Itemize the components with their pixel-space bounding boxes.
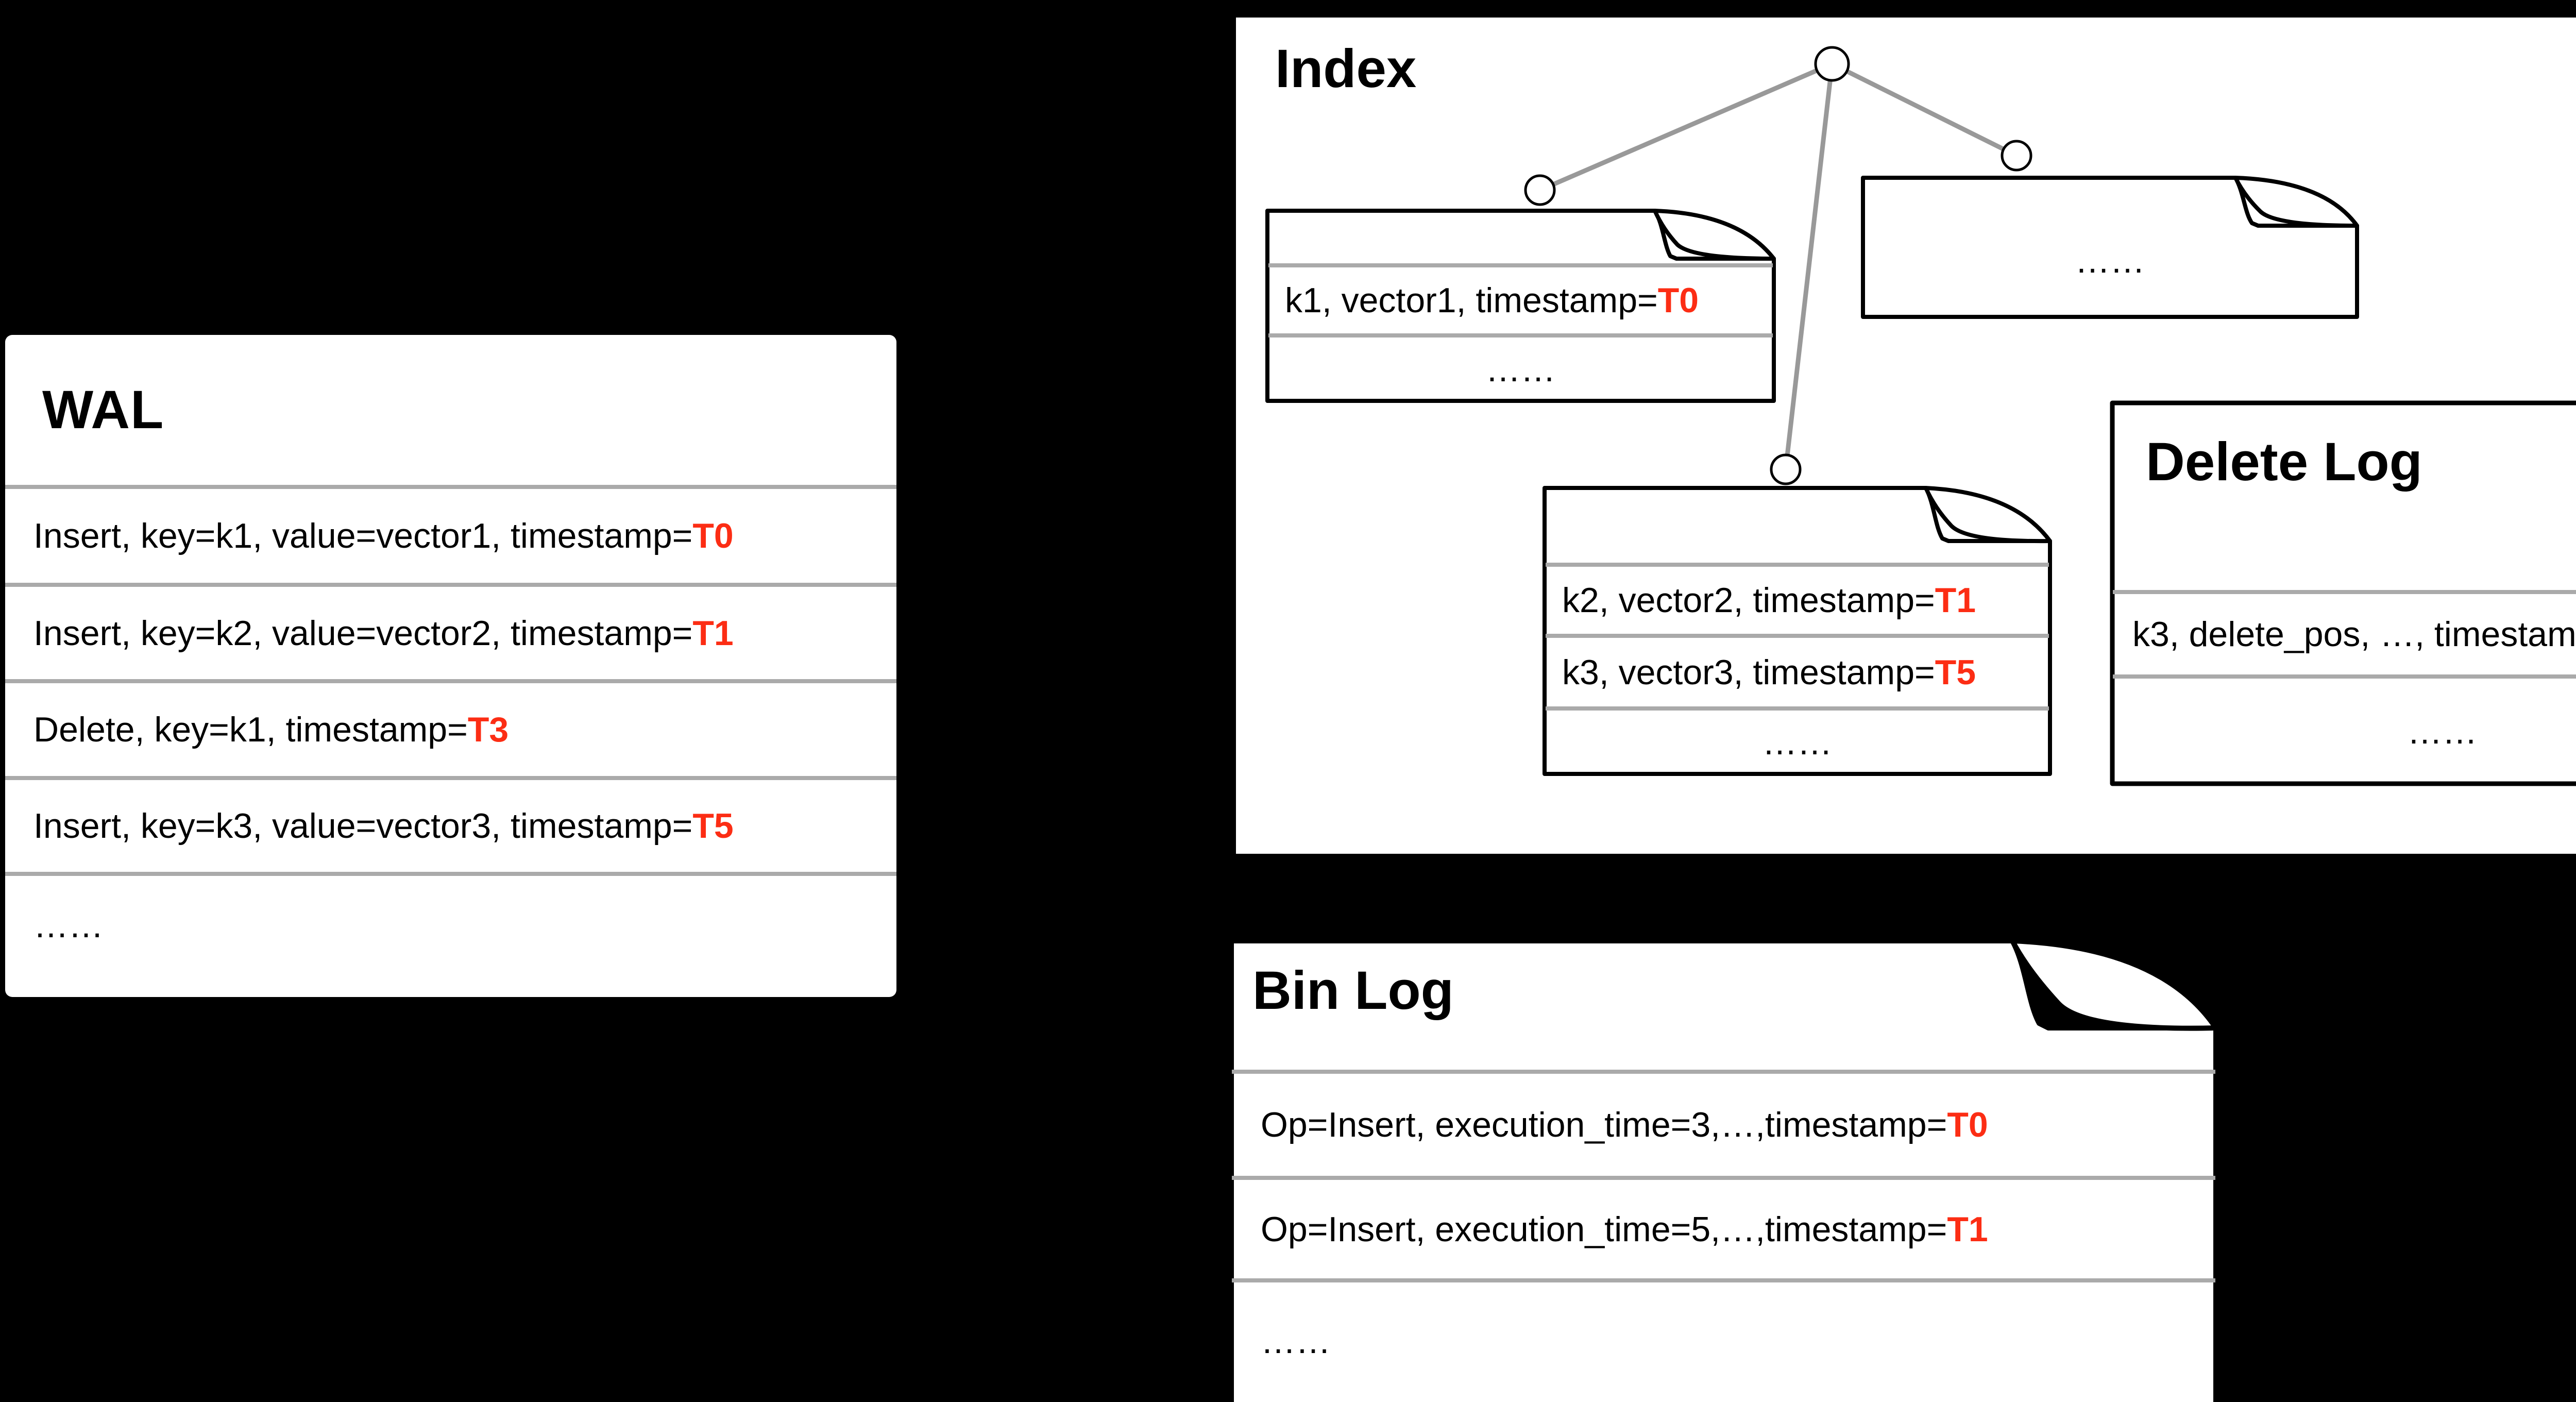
timestamp-value: T0	[692, 516, 734, 555]
entry-text: k3, delete_pos, …, timestamp=	[2132, 615, 2576, 654]
segment-doc-k1: k1, vector1, timestamp=T0 ……	[1265, 209, 1776, 403]
wal-row: Insert, key=k2, value=vector2, timestamp…	[5, 583, 896, 679]
wal-row-text: ……	[33, 906, 104, 945]
more-text: ……	[1762, 722, 1833, 762]
more-row: ……	[1232, 1278, 2215, 1399]
bin-log-row: Op=Insert, execution_time=5,…,timestamp=…	[1232, 1176, 2215, 1278]
bin-log-doc: Bin Log Op=Insert, execution_time=3,…,ti…	[1229, 938, 2218, 1402]
tree-node-middle	[1770, 453, 1802, 485]
tree-node-left	[1524, 174, 1556, 206]
more-row: ……	[1864, 222, 2356, 299]
entry-text: k2, vector2, timestamp=	[1562, 581, 1935, 620]
wal-title: WAL	[42, 379, 164, 440]
wal-row: Insert, key=k3, value=vector3, timestamp…	[5, 776, 896, 872]
index-entry-row: k1, vector1, timestamp=T0	[1268, 263, 1773, 333]
timestamp-value: T1	[1935, 581, 1976, 620]
more-text: ……	[1485, 349, 1556, 389]
delete-log-row: k3, delete_pos, …, timestamp=T3	[2113, 590, 2576, 674]
bin-log-title: Bin Log	[1252, 960, 1454, 1021]
timestamp-value: T5	[1935, 652, 1976, 692]
delete-log-title: Delete Log	[2146, 432, 2422, 492]
wal-row: Insert, key=k1, value=vector1, timestamp…	[5, 485, 896, 583]
tree-node-root	[1814, 46, 1850, 82]
bin-log-row: Op=Insert, execution_time=3,…,timestamp=…	[1232, 1070, 2215, 1176]
wal-row-text: Insert, key=k2, value=vector2, timestamp…	[33, 613, 693, 653]
wal-row-text: Insert, key=k3, value=vector3, timestamp…	[33, 806, 693, 846]
more-text: ……	[2075, 241, 2145, 280]
tree-node-right	[2001, 140, 2032, 172]
timestamp-value: T1	[1947, 1209, 1988, 1249]
more-text: ……	[1261, 1321, 1331, 1361]
timestamp-value: T5	[692, 806, 734, 846]
wal-row: Delete, key=k1, timestamp=T3	[5, 679, 896, 776]
more-row: ……	[2113, 674, 2576, 784]
more-text: ……	[2407, 712, 2478, 751]
document-page-icon	[1229, 938, 2218, 1402]
wal-row-more: ……	[5, 872, 896, 975]
index-tree	[1524, 46, 2032, 485]
delete-log-doc: Delete Log k3, delete_pos, …, timestamp=…	[2110, 400, 2576, 786]
document-page-icon	[1861, 176, 2359, 319]
entry-text: k3, vector3, timestamp=	[1562, 652, 1935, 692]
tree-edge-left	[1539, 61, 1833, 193]
entry-text: Op=Insert, execution_time=3,…,timestamp=	[1261, 1105, 1947, 1144]
wal-table: WAL Insert, key=k1, value=vector1, times…	[5, 335, 896, 997]
index-panel: Index k1, vector1, timestamp=T0 ……	[1233, 14, 2576, 857]
timestamp-value: T0	[1657, 281, 1699, 320]
segment-doc-k2-k3: k2, vector2, timestamp=T1 k3, vector3, t…	[1543, 486, 2052, 776]
document-page-icon	[1543, 486, 2052, 776]
wal-row-text: Insert, key=k1, value=vector1, timestamp…	[33, 516, 693, 555]
more-row: ……	[1546, 706, 2049, 774]
timestamp-value: T1	[692, 613, 734, 653]
index-entry-row: k3, vector3, timestamp=T5	[1546, 634, 2049, 706]
tree-edge-middle	[1783, 63, 1835, 470]
document-page-icon	[1265, 209, 1776, 403]
entry-text: k1, vector1, timestamp=	[1285, 281, 1658, 320]
tree-edge-right	[1831, 61, 2018, 158]
timestamp-value: T0	[1947, 1105, 1988, 1144]
index-panel-title: Index	[1275, 39, 1417, 99]
wal-row-text: Delete, key=k1, timestamp=	[33, 710, 468, 749]
timestamp-value: T3	[467, 710, 509, 749]
entry-text: Op=Insert, execution_time=5,…,timestamp=	[1261, 1209, 1947, 1249]
more-row: ……	[1268, 333, 1773, 401]
segment-doc-more: ……	[1861, 176, 2359, 319]
index-entry-row: k2, vector2, timestamp=T1	[1546, 563, 2049, 634]
